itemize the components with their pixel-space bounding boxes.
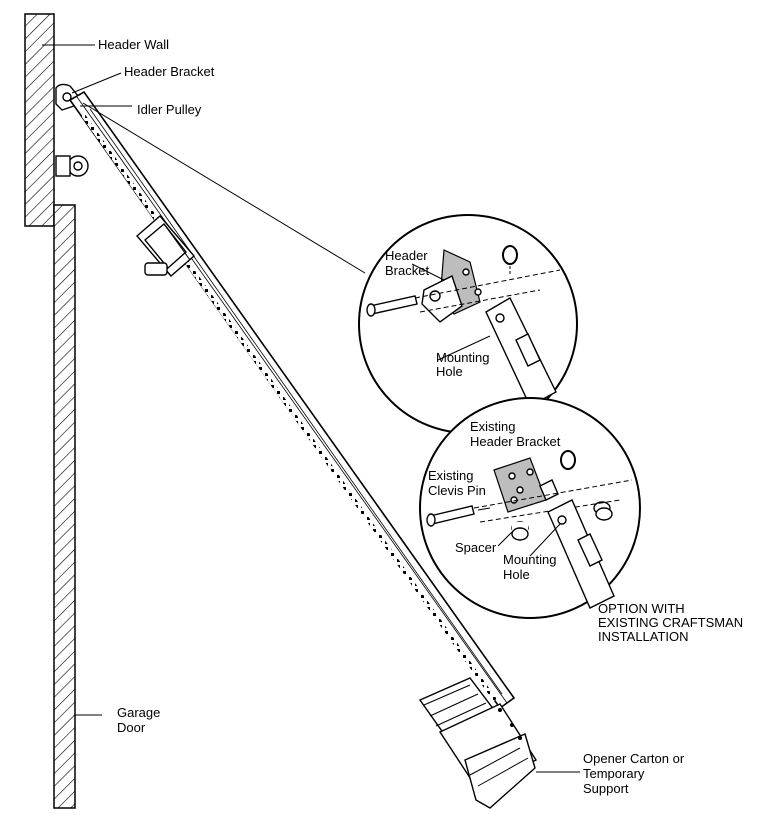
label-idler-pulley: Idler Pulley xyxy=(137,102,202,117)
label-option-line3: INSTALLATION xyxy=(598,629,689,644)
label-support-line2: Temporary xyxy=(583,766,645,781)
label-detail1-hole-line2: Hole xyxy=(436,364,463,379)
label-garage-door-line1: Garage xyxy=(117,705,160,720)
label-header-bracket: Header Bracket xyxy=(124,64,215,79)
leader-lines xyxy=(42,44,580,773)
label-detail2-bracket-line2: Header Bracket xyxy=(470,434,561,449)
label-detail1-bracket-line2: Bracket xyxy=(385,263,429,278)
label-detail2-hole-line2: Hole xyxy=(503,567,530,582)
label-support-line3: Support xyxy=(583,781,629,796)
label-option-line1: OPTION WITH xyxy=(598,601,685,616)
label-detail1-bracket-line1: Header xyxy=(385,248,428,263)
label-detail2-hole-line1: Mounting xyxy=(503,552,556,567)
detail-circle-new-bracket xyxy=(71,72,578,434)
label-header-wall: Header Wall xyxy=(98,37,169,52)
garage-door xyxy=(53,204,76,809)
label-option-line2: EXISTING CRAFTSMAN xyxy=(598,615,743,630)
label-detail1-hole-line1: Mounting xyxy=(436,350,489,365)
label-garage-door-line2: Door xyxy=(117,720,146,735)
header-wall xyxy=(24,13,55,227)
detail-circle-existing-bracket xyxy=(419,397,641,619)
label-detail2-spacer: Spacer xyxy=(455,540,497,555)
power-head xyxy=(418,677,538,809)
trolley xyxy=(136,215,195,277)
label-detail2-pin-line1: Existing xyxy=(428,468,474,483)
label-support-line1: Opener Carton or xyxy=(583,751,685,766)
label-detail2-bracket-line1: Existing xyxy=(470,419,516,434)
idler-pulley xyxy=(55,155,89,177)
label-detail2-pin-line2: Clevis Pin xyxy=(428,483,486,498)
